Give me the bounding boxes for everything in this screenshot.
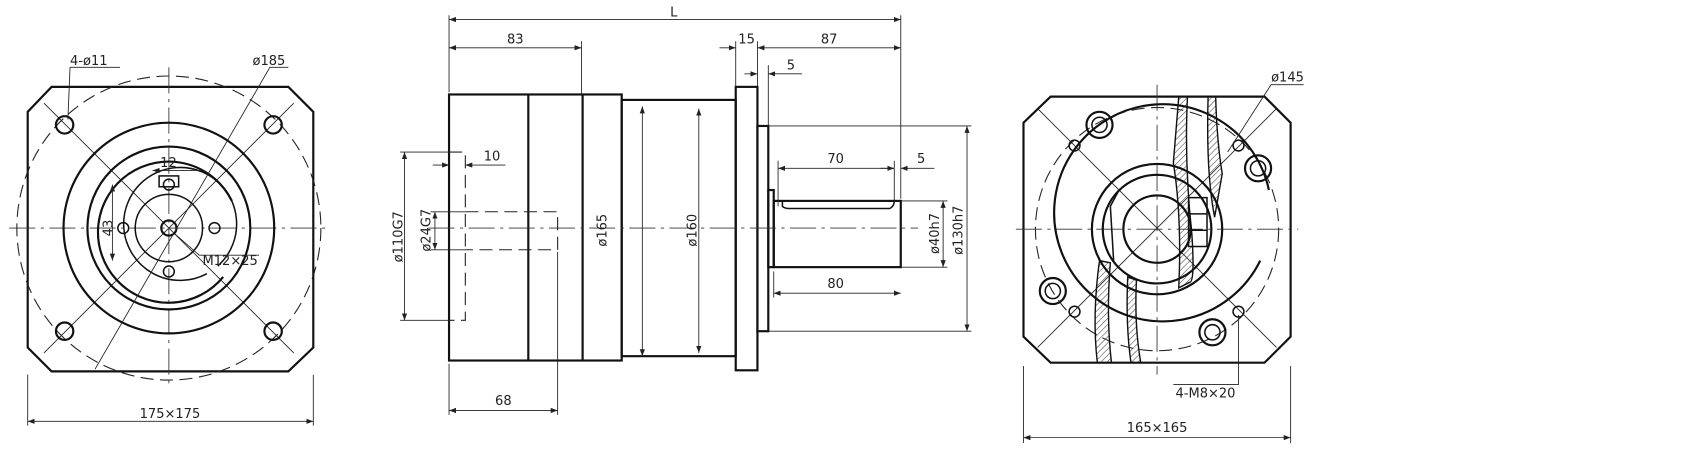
hole-left bbox=[117, 221, 130, 235]
rear-thread-label: 4-M8×20 bbox=[1176, 386, 1236, 401]
section-hatch-2 bbox=[1206, 95, 1223, 218]
height-label: 43 bbox=[101, 220, 116, 237]
input-pilot-label: ø110G7 bbox=[391, 211, 406, 262]
input-bore-label: ø24G7 bbox=[420, 209, 435, 252]
pilot-length-label: 5 bbox=[787, 58, 795, 73]
flange-outline bbox=[26, 85, 315, 373]
bolt-circle-label: ø185 bbox=[252, 54, 285, 69]
inner-arc bbox=[122, 166, 238, 282]
section-hatch-1 bbox=[1172, 95, 1194, 289]
thread-leader bbox=[174, 233, 260, 256]
rear-bolt-circle-leader bbox=[1227, 84, 1304, 153]
housing-diameter-label: ø160 bbox=[686, 214, 701, 247]
mounting-holes bbox=[54, 115, 283, 341]
rear-ring-outer bbox=[1090, 162, 1224, 296]
key-length-label: 70 bbox=[827, 152, 844, 167]
shaft-length-label: 80 bbox=[827, 277, 844, 292]
square-label: 175×175 bbox=[140, 407, 201, 422]
rear-outer-circle bbox=[1053, 103, 1270, 323]
section-hatch-3 bbox=[1094, 259, 1113, 364]
thread-callout-leader bbox=[1173, 314, 1239, 385]
hole-callout: 4-ø11 bbox=[70, 54, 108, 69]
rear-view: ø145 4-M8×20 165×165 bbox=[1015, 70, 1304, 444]
input-bore bbox=[465, 211, 559, 251]
body-diameter-label: ø165 bbox=[595, 214, 610, 247]
key-offset-label: 5 bbox=[917, 152, 925, 167]
output-pilot-label: ø130h7 bbox=[952, 206, 967, 255]
hole-bottom bbox=[162, 265, 176, 278]
key-hole-top bbox=[162, 178, 176, 191]
key bbox=[158, 175, 180, 188]
thread-label: M12×25 bbox=[203, 254, 258, 269]
arc-ring bbox=[96, 160, 233, 304]
flange-thickness-label: 15 bbox=[738, 32, 755, 47]
hole-right bbox=[208, 221, 221, 235]
side-view: L 83 15 87 5 10 ø110G7 ø24G7 ø165 ø160 7… bbox=[391, 5, 972, 415]
rear-shaft bbox=[1122, 194, 1192, 264]
input-recess bbox=[449, 151, 466, 321]
rear-square-label: 165×165 bbox=[1127, 421, 1188, 436]
rear-counterbore-holes bbox=[1038, 110, 1273, 347]
diag-centerline-2 bbox=[43, 102, 295, 354]
shaft-diameter-label: ø40h7 bbox=[928, 213, 943, 254]
bolt-circle-leader bbox=[94, 66, 289, 370]
rear-ring-inner bbox=[1101, 173, 1213, 285]
key-width-label: 12 bbox=[160, 156, 177, 171]
output-shaft bbox=[772, 199, 902, 269]
keyway bbox=[781, 200, 896, 210]
rear-bolt-circle-label: ø145 bbox=[1271, 70, 1304, 85]
shaft-total-label: 87 bbox=[821, 32, 838, 47]
section-hatch-4 bbox=[1126, 275, 1142, 364]
flat bbox=[1109, 189, 1120, 261]
pilot-circle bbox=[62, 121, 276, 335]
body-length-label: 83 bbox=[507, 32, 524, 47]
clamp-screw bbox=[1187, 196, 1208, 248]
recess-depth-label: 10 bbox=[484, 150, 501, 165]
rear-flange-outline bbox=[1022, 95, 1292, 364]
inner-circle bbox=[86, 145, 252, 311]
output-pilot bbox=[756, 124, 770, 333]
shaft-circle bbox=[134, 193, 204, 263]
hole-leader bbox=[67, 66, 121, 120]
bore-depth-label: 68 bbox=[495, 394, 512, 409]
front-view: 4-ø11 ø185 12 43 M12×25 175×175 bbox=[9, 54, 329, 426]
output-flange bbox=[734, 85, 759, 372]
length-label: L bbox=[670, 5, 678, 20]
